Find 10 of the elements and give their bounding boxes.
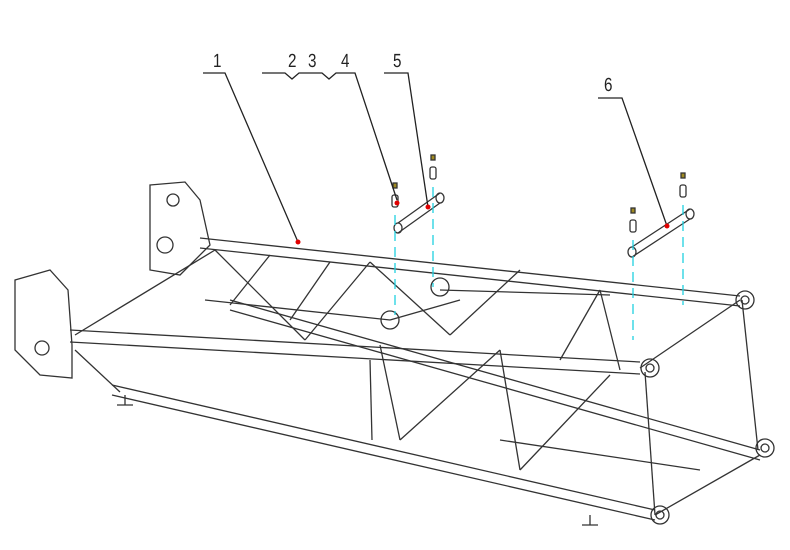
callout-number: 2 [288, 52, 297, 72]
callout-number: 6 [604, 76, 613, 96]
leader-line [262, 72, 398, 200]
callout-number: 5 [393, 52, 402, 72]
leader-line [598, 97, 668, 226]
leader-line [203, 72, 299, 242]
callout-number: 1 [213, 52, 222, 72]
callout-number: 3 [308, 52, 317, 72]
leader-line [384, 72, 429, 208]
callout-number: 4 [341, 52, 350, 72]
